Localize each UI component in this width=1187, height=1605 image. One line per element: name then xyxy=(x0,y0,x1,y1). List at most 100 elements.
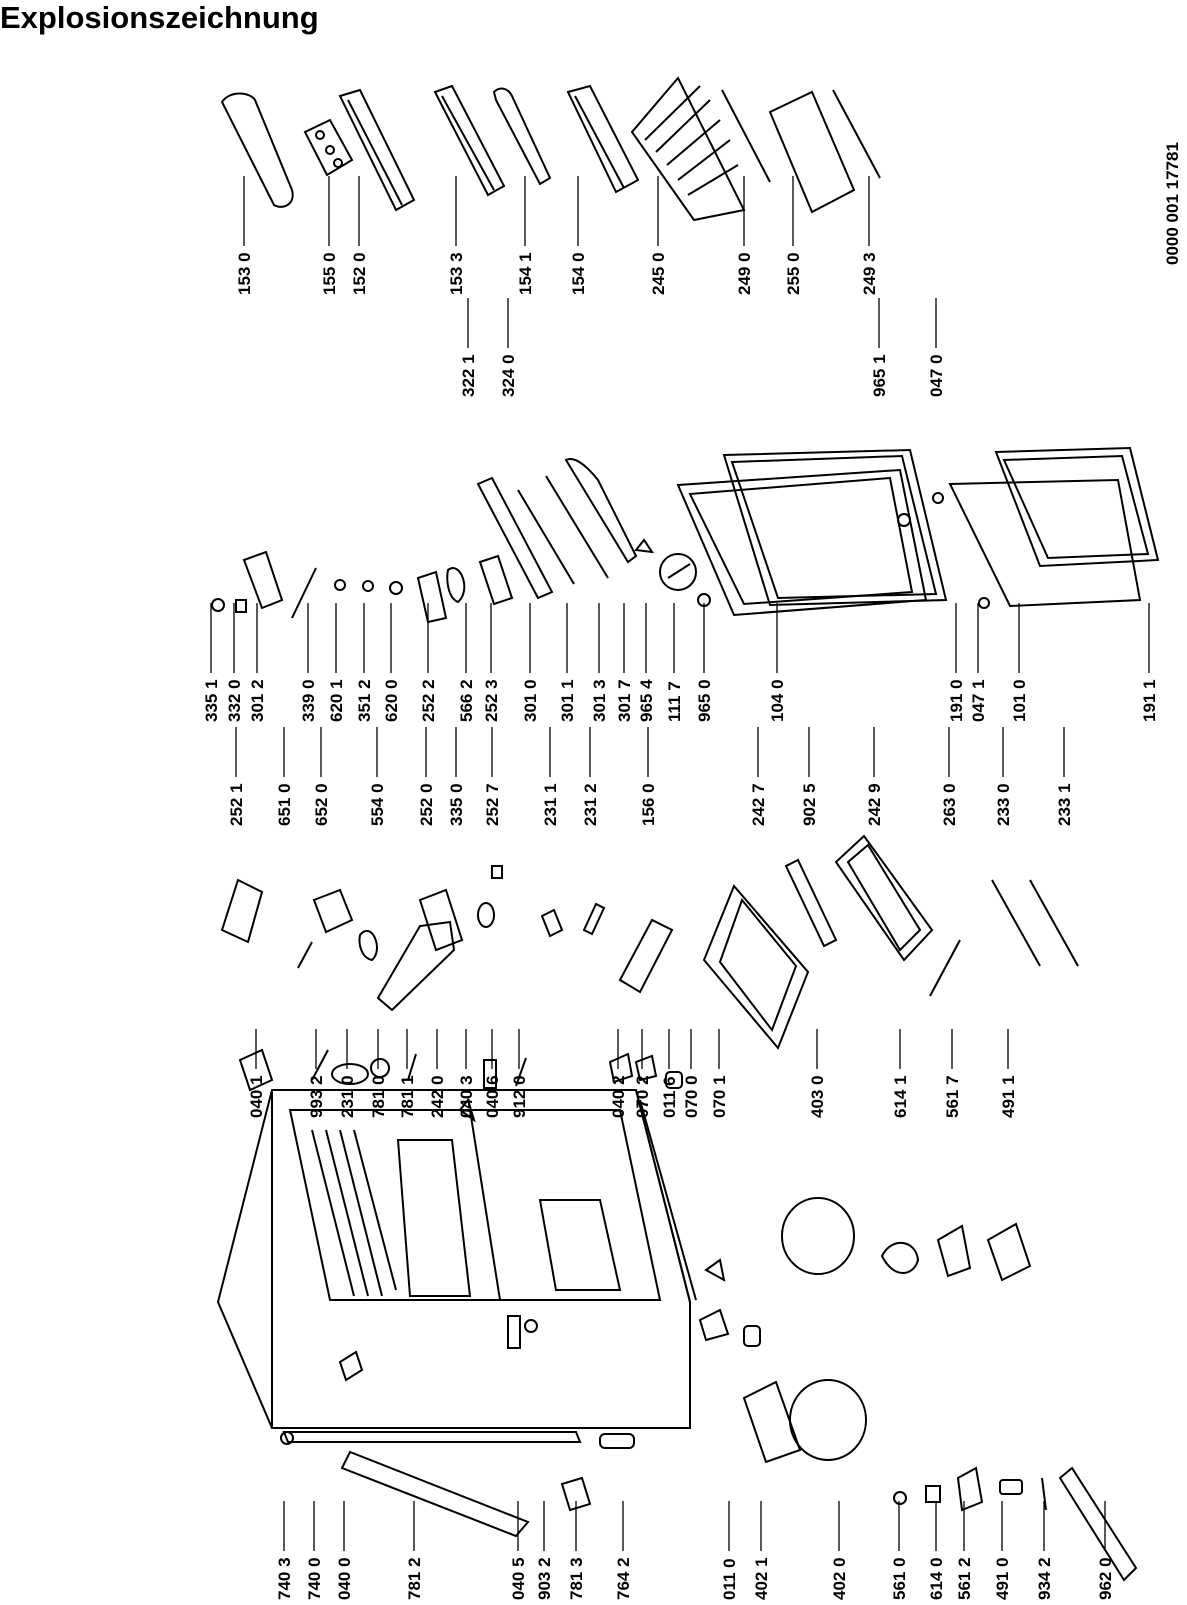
part-label-153-3: 153 3 xyxy=(447,252,466,295)
part-label-561-2: 561 2 xyxy=(955,1557,974,1600)
shape-191-0 xyxy=(722,448,948,607)
shape-934-2 xyxy=(1041,1477,1047,1511)
shape-620-0 xyxy=(389,581,403,595)
shape-491-0 xyxy=(999,1479,1023,1495)
part-label-154-0: 154 0 xyxy=(569,252,588,295)
part-label-104-0: 104 0 xyxy=(768,679,787,722)
shape-255-0 xyxy=(768,90,856,214)
part-label-301-0: 301 0 xyxy=(521,679,540,722)
shape-402-1 xyxy=(742,1380,802,1464)
part-label-040-1: 040 1 xyxy=(247,1075,266,1118)
shape-153-3 xyxy=(433,84,506,197)
shape-233-1 xyxy=(1029,879,1079,967)
shape-040-3 xyxy=(458,1097,476,1123)
shape-152-0-inner xyxy=(347,99,403,206)
shape-263-0 xyxy=(929,939,961,997)
shape-242-9-rim xyxy=(846,843,922,952)
part-label-011-6: 011 6 xyxy=(660,1076,679,1118)
part-label-242-9: 242 9 xyxy=(865,783,884,826)
shape-231-2 xyxy=(582,902,606,936)
shape-152-0 xyxy=(338,88,416,212)
part-label-040-0: 040 0 xyxy=(335,1557,354,1600)
part-label-561-0: 561 0 xyxy=(890,1557,909,1600)
shape-781-1 xyxy=(407,1053,417,1081)
part-label-962-0: 962 0 xyxy=(1096,1557,1115,1600)
part-label-934-2: 934 2 xyxy=(1035,1557,1054,1600)
part-label-764-2: 764 2 xyxy=(614,1557,633,1600)
shape-154-1 xyxy=(492,87,552,186)
shape-252-1 xyxy=(220,878,264,944)
shape-252-0 xyxy=(376,920,456,1012)
part-shapes-top-row xyxy=(220,76,881,222)
shape-231-0 xyxy=(331,1063,369,1085)
shape-242-7 xyxy=(702,884,810,1050)
shape-101-0 xyxy=(948,478,1142,608)
shape-154-0 xyxy=(566,84,640,194)
shape-011-0-foot xyxy=(743,1325,761,1347)
part-shapes-inner xyxy=(220,834,1079,1050)
shape-040-2 xyxy=(608,1052,634,1084)
shape-781-0 xyxy=(370,1058,390,1078)
shape-191-0-inner xyxy=(730,454,938,600)
shape-614-1 xyxy=(880,1241,920,1274)
part-label-402-0: 402 0 xyxy=(830,1557,849,1600)
shape-070-2 xyxy=(634,1054,658,1082)
part-label-040-6: 040 6 xyxy=(483,1075,502,1118)
shape-614-0 xyxy=(925,1485,941,1503)
part-label-263-0: 263 0 xyxy=(940,783,959,826)
part-label-249-0: 249 0 xyxy=(735,252,754,295)
part-label-781-1: 781 1 xyxy=(398,1075,417,1118)
part-label-242-0: 242 0 xyxy=(428,1075,447,1118)
part-label-491-1: 491 1 xyxy=(999,1075,1018,1118)
shape-047-1 xyxy=(978,597,990,609)
part-label-301-2: 301 2 xyxy=(248,679,267,722)
shape-351-2 xyxy=(362,580,374,592)
shape-301-1 xyxy=(517,489,575,585)
part-label-011-0: 011 0 xyxy=(720,1558,739,1600)
part-label-614-0: 614 0 xyxy=(927,1557,946,1600)
part-label-902-5: 902 5 xyxy=(800,783,819,826)
shape-403-0 xyxy=(781,1197,855,1275)
part-label-781-2: 781 2 xyxy=(405,1557,424,1600)
shape-249-0 xyxy=(721,89,771,183)
shape-491-1 xyxy=(986,1222,1032,1282)
part-label-040-2: 040 2 xyxy=(609,1075,628,1118)
shape-561-7 xyxy=(936,1224,972,1278)
shape-011-6 xyxy=(665,1071,683,1089)
shape-155-0-egg xyxy=(315,130,325,140)
part-label-403-0: 403 0 xyxy=(808,1075,827,1118)
part-label-332-0: 332 0 xyxy=(225,679,244,722)
shape-153-3-inner xyxy=(441,95,495,191)
shape-902-5 xyxy=(784,858,838,948)
part-label-101-0: 101 0 xyxy=(1010,679,1029,722)
shape-249-3 xyxy=(832,89,881,179)
shape-912-0 xyxy=(515,1057,527,1087)
part-label-231-0: 231 0 xyxy=(338,1075,357,1118)
part-label-111-7: 111 7 xyxy=(665,681,684,722)
part-label-912-0: 912 0 xyxy=(510,1075,529,1118)
part-label-252-2: 252 2 xyxy=(419,679,438,722)
shape-047-0 xyxy=(932,492,944,504)
part-label-402-1: 402 1 xyxy=(752,1557,771,1600)
shape-191-1 xyxy=(994,446,1160,568)
shape-104-0-inner xyxy=(688,476,914,606)
part-label-154-1: 154 1 xyxy=(516,252,535,295)
shape-301-3 xyxy=(545,475,609,579)
shape-cabinet-body xyxy=(216,1089,691,1429)
part-label-231-1: 231 1 xyxy=(541,783,560,826)
part-label-335-1: 335 1 xyxy=(202,679,221,722)
part-label-245-0: 245 0 xyxy=(649,252,668,295)
part-label-153-0: 153 0 xyxy=(235,252,254,295)
shape-111-7 xyxy=(659,553,697,591)
shape-cabinet-evaporator xyxy=(311,1129,397,1297)
shape-cabinet-base xyxy=(282,1431,582,1443)
shape-740-3 xyxy=(280,1431,294,1445)
shape-252-0-body xyxy=(418,888,464,952)
shape-301-7 xyxy=(564,458,638,564)
part-label-156-0: 156 0 xyxy=(639,783,658,826)
shape-301-0 xyxy=(476,476,554,600)
shape-040-5 xyxy=(507,1315,521,1349)
shape-781-3 xyxy=(560,1476,592,1512)
